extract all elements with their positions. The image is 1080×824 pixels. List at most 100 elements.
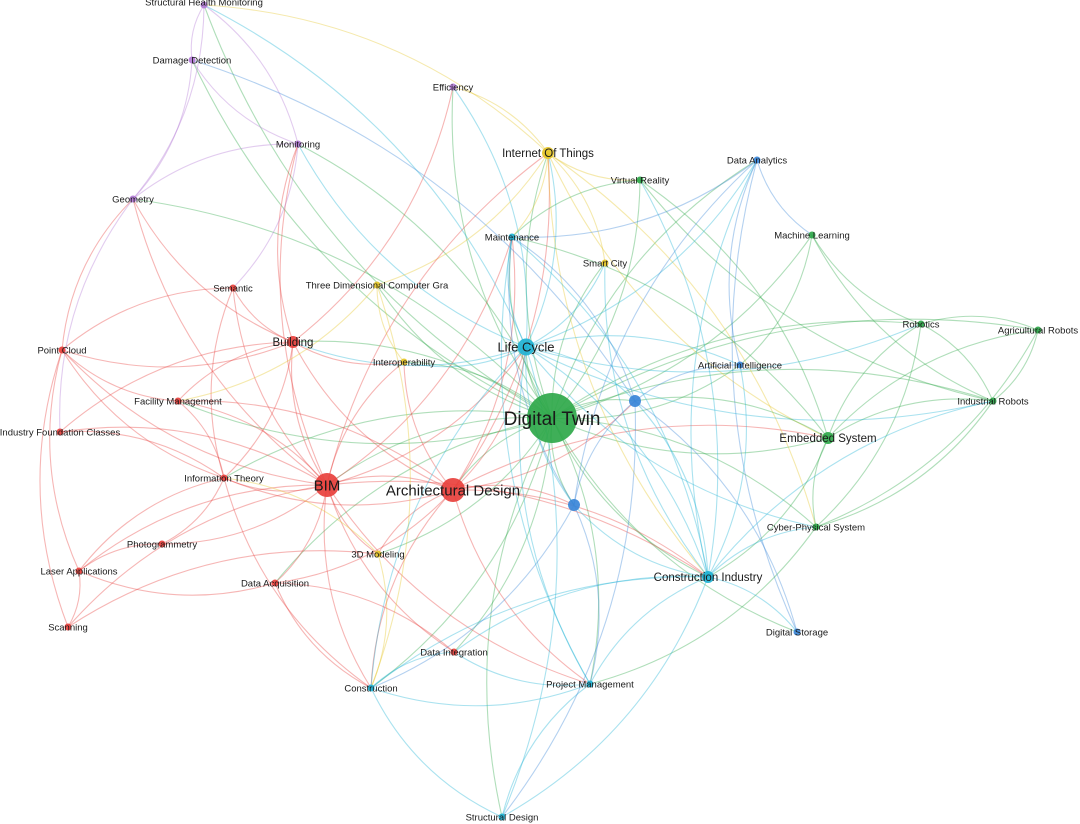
link-structural-health-monitoring-internet-of-things <box>203 4 549 154</box>
link-construction-industry-maintenance <box>511 236 709 578</box>
node-digital-storage[interactable] <box>793 628 801 636</box>
node-virtual-reality[interactable] <box>636 176 644 184</box>
link-bim-data-acquisition <box>274 484 328 584</box>
link-three-dimensional-computer-gra-construction <box>370 284 411 689</box>
node-3d-modeling[interactable] <box>374 550 382 558</box>
link-agricultural-robots-industrial-robots <box>992 329 1039 402</box>
node-data-acquisition[interactable] <box>271 579 279 587</box>
link-construction-structural-design <box>370 687 503 818</box>
node-bim[interactable] <box>315 473 339 497</box>
link-smart-city-construction-industry <box>604 262 709 578</box>
label-point-cloud: Point Cloud <box>37 345 86 356</box>
node-information-theory[interactable] <box>220 474 228 482</box>
link-bim-building <box>290 341 328 486</box>
node-damage-detection[interactable] <box>188 56 196 64</box>
link-digital-twin-data-analytics <box>551 159 758 419</box>
link-architectural-design-data-acquisition <box>274 489 454 584</box>
link-architectural-design-life-cycle <box>452 346 527 491</box>
link-bim-monitoring <box>279 143 328 486</box>
node-structural-design[interactable] <box>498 813 506 821</box>
node-construction[interactable] <box>367 684 375 692</box>
link-agricultural-robots-embedded-system <box>827 329 1039 439</box>
link-digital-twin-machine-learning <box>551 234 813 419</box>
node-life-cycle[interactable] <box>517 338 535 356</box>
node-data-integration[interactable] <box>450 648 458 656</box>
node-photogrammetry[interactable] <box>158 540 166 548</box>
node-artificial-intelligence[interactable] <box>736 361 744 369</box>
node-robotics[interactable] <box>917 320 925 328</box>
link-cyber-physical-system-project-management <box>589 526 817 685</box>
node-unlabeled-blue-b[interactable] <box>568 499 580 511</box>
node-data-analytics[interactable] <box>753 156 761 164</box>
link-data-analytics-construction-industry <box>690 159 758 578</box>
label-building: Building <box>273 337 314 349</box>
node-agricultural-robots[interactable] <box>1034 326 1042 334</box>
link-internet-of-things-virtual-reality <box>547 152 641 181</box>
node-efficiency[interactable] <box>449 83 457 91</box>
node-interoperability[interactable] <box>400 358 408 366</box>
link-digital-twin-efficiency <box>451 86 553 419</box>
link-internet-of-things-maintenance <box>511 152 549 238</box>
link-digital-twin-facility-management <box>177 400 553 445</box>
link-information-theory-semantic <box>210 287 234 479</box>
link-efficiency-internet-of-things <box>452 86 549 154</box>
link-internet-of-things-embedded-system <box>547 152 829 439</box>
link-architectural-design-building <box>292 341 454 491</box>
link-life-cycle-unlabeled-blue-a <box>525 346 636 402</box>
node-scanning[interactable] <box>64 623 72 631</box>
link-digital-twin-damage-detection <box>191 59 553 419</box>
link-architectural-design-project-management <box>452 489 591 685</box>
link-internet-of-things-bim <box>326 152 549 486</box>
node-internet-of-things[interactable] <box>542 147 554 159</box>
link-cyber-physical-system-construction-industry <box>707 526 817 578</box>
link-machine-learning-artificial-intelligence <box>739 234 813 366</box>
link-layer <box>39 4 1039 818</box>
node-monitoring[interactable] <box>294 140 302 148</box>
node-project-management[interactable] <box>586 680 594 688</box>
link-project-management-data-integration <box>453 651 591 687</box>
link-information-theory-point-cloud <box>61 349 225 479</box>
node-machine-learning[interactable] <box>808 231 816 239</box>
link-digital-twin-embedded-system <box>551 417 829 455</box>
node-three-dimensional-computer-gra[interactable] <box>373 281 381 289</box>
label-life-cycle: Life Cycle <box>497 340 554 355</box>
link-interoperability-life-cycle <box>403 346 527 368</box>
node-industry-foundation-classes[interactable] <box>56 428 64 436</box>
link-architectural-design-embedded-system <box>452 424 829 491</box>
label-agricultural-robots: Agricultural Robots <box>998 325 1079 336</box>
node-facility-management[interactable] <box>174 397 182 405</box>
link-building-facility-management <box>177 341 294 402</box>
label-semantic: Semantic <box>213 283 253 294</box>
label-data-analytics: Data Analytics <box>727 155 787 166</box>
link-artificial-intelligence-life-cycle <box>525 335 741 366</box>
node-laser-applications[interactable] <box>75 567 83 575</box>
link-building-industry-foundation-classes <box>59 341 294 433</box>
link-data-analytics-unlabeled-blue-b <box>573 159 758 506</box>
link-digital-twin-three-dimensional-computer-gra <box>376 284 553 419</box>
node-embedded-system[interactable] <box>822 432 834 444</box>
node-unlabeled-blue-a[interactable] <box>629 395 641 407</box>
link-building-point-cloud <box>61 341 294 368</box>
link-bim-construction <box>323 484 372 689</box>
node-smart-city[interactable] <box>601 259 609 267</box>
label-information-theory: Information Theory <box>184 473 264 484</box>
node-architectural-design[interactable] <box>441 478 465 502</box>
link-point-cloud-geometry <box>61 198 134 351</box>
node-building[interactable] <box>287 336 299 348</box>
link-machine-learning-robotics <box>811 234 922 325</box>
node-industrial-robots[interactable] <box>989 397 997 405</box>
node-semantic[interactable] <box>229 284 237 292</box>
node-digital-twin[interactable] <box>527 393 577 443</box>
node-point-cloud[interactable] <box>58 346 66 354</box>
node-geometry[interactable] <box>129 195 137 203</box>
link-information-theory-laser-applications <box>78 477 225 572</box>
label-structural-health-monitoring: Structural Health Monitoring <box>145 0 263 8</box>
link-damage-detection-structural-health-monitoring <box>190 4 205 61</box>
node-maintenance[interactable] <box>508 233 516 241</box>
node-structural-health-monitoring[interactable] <box>200 1 208 9</box>
link-laser-applications-data-acquisition <box>78 570 276 596</box>
label-scanning: Scanning <box>48 622 88 633</box>
node-construction-industry[interactable] <box>702 571 714 583</box>
node-cyber-physical-system[interactable] <box>812 523 820 531</box>
link-bim-laser-applications <box>78 484 328 572</box>
